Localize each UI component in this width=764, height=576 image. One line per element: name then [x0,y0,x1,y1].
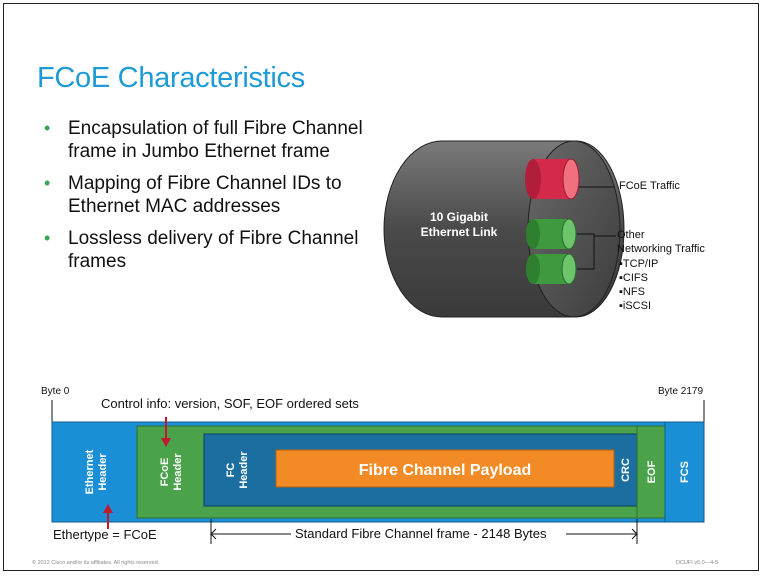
bullet-text: Encapsulation of full Fibre Channel fram… [68,118,363,162]
ethertype-label: Ethertype = FCoE [53,527,157,542]
bullet-text: Lossless delivery of Fibre Channel frame… [68,228,359,272]
slide: FCoE Characteristics • Encapsulation of f… [3,3,759,571]
fcoe-header-label-2: Header [172,453,184,491]
control-info-label: Control info: version, SOF, EOF ordered … [101,396,359,411]
network-fiber-1-end [561,218,577,250]
other-traffic-label-2: Networking Traffic [617,243,705,255]
protocol-item: ▪iSCSI [619,300,652,312]
standard-frame-label: Standard Fibre Channel frame - 2148 Byte… [295,526,547,541]
byte-end-label: Byte 2179 [658,386,704,397]
payload-box [275,449,615,488]
bullet-item: • Lossless delivery of Fibre Channel fram… [44,227,374,273]
copyright-footer: © 2012 Cisco and/or its affiliates. All … [32,560,160,566]
crc-label: CRC [620,458,632,482]
fcoe-traffic-label: FCoE Traffic [619,180,680,192]
other-traffic-label-1: Other [617,229,645,241]
page-title: FCoE Characteristics [37,62,305,94]
course-code-footer: DCUFI v5.0—4-5 [676,560,719,566]
frame-diagram: Ethernet Header FCoE Header FC Header CR… [51,400,705,544]
cable-diagram: 10 Gigabit Ethernet Link [383,140,625,318]
network-leader-line [577,233,616,270]
ethernet-header-label-2: Header [97,453,109,491]
protocol-item: ▪TCP/IP [619,258,659,270]
fc-header-label-2: Header [238,451,250,489]
fc-header-label-1: FC [225,463,237,478]
payload-label: Fibre Channel Payload [359,462,531,479]
eof-label: EOF [646,460,658,483]
fcoe-header-label-1: FCoE [159,458,171,487]
bullet-dot-icon: • [44,173,51,193]
bullet-dot-icon: • [44,228,51,248]
byte-start-label: Byte 0 [41,386,70,397]
ethernet-header-label-1: Ethernet [84,449,96,494]
bullet-text: Mapping of Fibre Channel IDs to Ethernet… [68,173,342,217]
cable-label-line2: Ethernet Link [421,225,498,239]
network-fiber-2-end [561,253,577,285]
fcs-label: FCS [679,461,691,483]
control-info-arrowhead [161,438,171,447]
protocol-item: ▪NFS [619,286,645,298]
cable-label-line1: 10 Gigabit [430,210,488,224]
protocol-item: ▪CIFS [619,272,648,284]
bullet-dot-icon: • [44,118,51,138]
fcoe-fiber-end [562,158,580,200]
bullet-item: • Encapsulation of full Fibre Channel fra… [44,117,374,163]
bullet-item: • Mapping of Fibre Channel IDs to Etherne… [44,172,374,218]
bullet-list: • Encapsulation of full Fibre Channel fra… [44,117,374,282]
ethertype-arrowhead [103,504,113,513]
